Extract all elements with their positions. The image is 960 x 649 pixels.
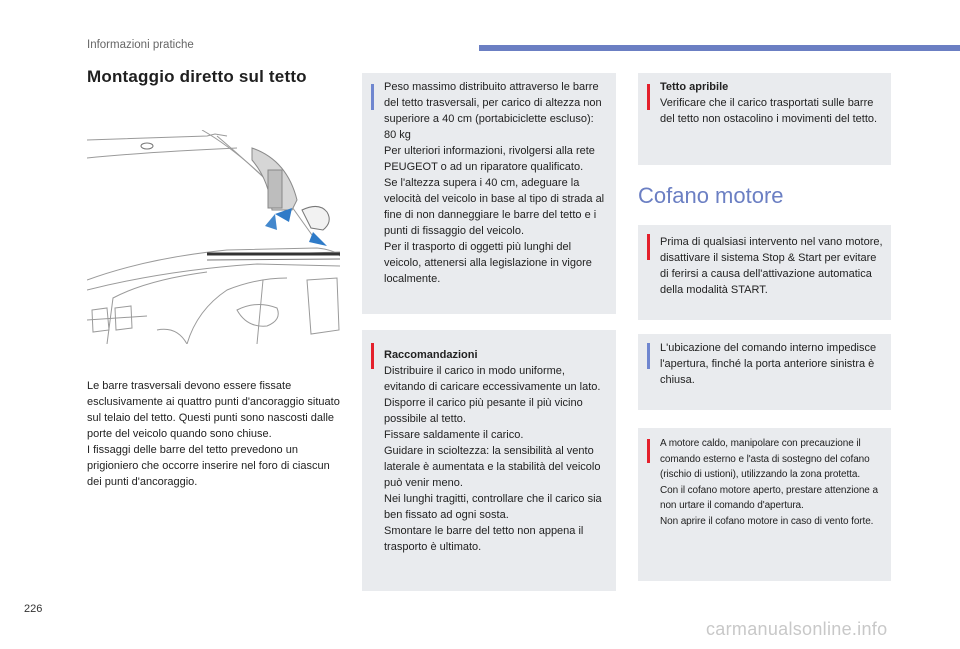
- recommendation-line: Fissare saldamente il carico.: [384, 429, 524, 441]
- warning-icon: [647, 84, 650, 110]
- body-text: Le barre trasversali devono essere fissa…: [87, 378, 342, 490]
- warning-box-engine: Prima di qualsiasi intervento nel vano m…: [638, 225, 891, 320]
- section-label: Informazioni pratiche: [87, 39, 194, 51]
- sunroof-line: Verificare che il carico trasportati sul…: [660, 97, 878, 125]
- hot-engine-line: Con il cofano motore aperto, prestare at…: [660, 484, 878, 512]
- warning-icon: [371, 343, 374, 369]
- engine-info-line: L'ubicazione del comando interno impedis…: [660, 342, 877, 386]
- engine-warning-text: Prima di qualsiasi intervento nel vano m…: [660, 234, 884, 298]
- info-box-load-text: Peso massimo distribuito attraverso le b…: [384, 79, 608, 287]
- body-paragraph: I fissaggi delle barre del tetto prevedo…: [87, 444, 330, 488]
- recommendation-line: Disporre il carico più pesante il più vi…: [384, 397, 583, 425]
- info-line: Se l'altezza supera i 40 cm, adeguare la…: [384, 177, 605, 237]
- info-line: Peso massimo distribuito attraverso le b…: [384, 81, 602, 141]
- warning-icon: [647, 234, 650, 260]
- section-title-engine-hood: Cofano motore: [638, 183, 784, 208]
- warning-box-recommendations: Raccomandazioni Distribuire il carico in…: [362, 330, 616, 591]
- info-box-load: Peso massimo distribuito attraverso le b…: [362, 73, 616, 314]
- recommendation-line: Distribuire il carico in modo uniforme, …: [384, 365, 601, 393]
- header-accent-bar: [479, 45, 960, 51]
- watermark: carmanualsonline.info: [706, 619, 888, 639]
- info-line: Per il trasporto di oggetti più lunghi d…: [384, 241, 592, 285]
- hot-engine-line: A motore caldo, manipolare con precauzio…: [660, 438, 870, 480]
- body-paragraph: Le barre trasversali devono essere fissa…: [87, 380, 340, 440]
- hot-engine-text: A motore caldo, manipolare con precauzio…: [660, 436, 886, 529]
- warning-box-hot-engine: A motore caldo, manipolare con precauzio…: [638, 428, 891, 581]
- warning-icon: [647, 439, 650, 463]
- page-number: 226: [24, 603, 43, 615]
- sunroof-heading: Tetto apribile: [660, 81, 729, 93]
- page-title: Montaggio diretto sul tetto: [87, 67, 307, 86]
- recommendations-heading: Raccomandazioni: [384, 349, 478, 361]
- hot-engine-line: Non aprire il cofano motore in caso di v…: [660, 515, 874, 527]
- engine-warning-line: Prima di qualsiasi intervento nel vano m…: [660, 236, 883, 296]
- info-icon: [647, 343, 650, 369]
- sunroof-text: Tetto apribile Verificare che il carico …: [660, 79, 884, 127]
- recommendations-text: Raccomandazioni Distribuire il carico in…: [384, 347, 608, 555]
- recommendation-line: Nei lunghi tragitti, controllare che il …: [384, 493, 602, 521]
- info-line: Per ulteriori informazioni, rivolgersi a…: [384, 145, 595, 173]
- engine-info-text: L'ubicazione del comando interno impedis…: [660, 340, 884, 388]
- recommendation-line: Smontare le barre del tetto non appena i…: [384, 525, 584, 553]
- info-icon: [371, 84, 374, 110]
- recommendation-line: Guidare in scioltezza: la sensibilità al…: [384, 445, 601, 489]
- car-roof-bars-mounting-illustration: [87, 130, 340, 344]
- warning-box-sunroof: Tetto apribile Verificare che il carico …: [638, 73, 891, 165]
- info-box-engine: L'ubicazione del comando interno impedis…: [638, 334, 891, 410]
